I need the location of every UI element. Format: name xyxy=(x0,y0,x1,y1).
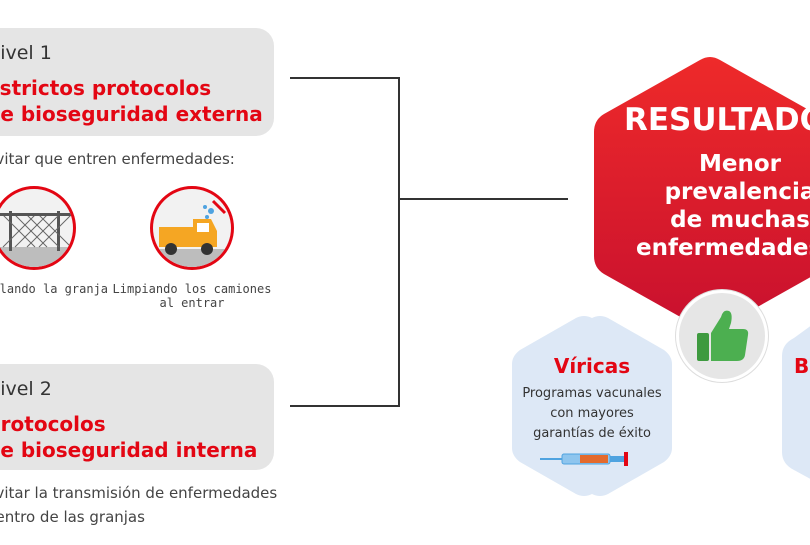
resultado-line1: Menor xyxy=(698,151,781,177)
connector-bottom xyxy=(290,405,400,407)
thumbs-up-icon xyxy=(676,290,768,382)
nivel2-title-line1: Protocolos xyxy=(0,412,106,436)
nivel1-label: Nivel 1 xyxy=(0,42,52,64)
viricas-title: Víricas xyxy=(553,354,631,378)
nivel1-subtitle: Evitar que entren enfermedades: xyxy=(0,150,235,168)
fence-icon xyxy=(0,186,76,270)
bacterianas-title: B xyxy=(794,354,810,378)
connector-vertical xyxy=(398,77,400,407)
bacterianas-hexagon xyxy=(782,326,810,479)
truck-caption-line1: Limpiando los camiones xyxy=(112,282,272,296)
nivel2-label: Nivel 2 xyxy=(0,378,52,400)
nivel2-box xyxy=(0,364,274,470)
truck-spray-icon xyxy=(150,186,234,270)
resultado-hexagon xyxy=(594,57,810,331)
nivel1-box xyxy=(0,28,274,136)
viricas-line3: garantías de éxito xyxy=(533,426,651,441)
viricas-line1: Programas vacunales xyxy=(522,386,662,401)
resultado-heading: RESULTADO xyxy=(624,102,810,138)
nivel2-desc-line2: dentro de las granjas xyxy=(0,508,145,526)
resultado-line2: prevalencia xyxy=(664,179,810,205)
connector-to-result xyxy=(398,198,568,200)
syringe-icon xyxy=(540,452,628,466)
connector-top xyxy=(290,77,400,79)
fence-caption: Vallando la granja xyxy=(0,282,109,296)
resultado-line3: de muchas xyxy=(670,207,810,233)
viricas-line2: con mayores xyxy=(550,406,634,421)
viricas-hexagon xyxy=(512,316,672,496)
nivel2-desc-line1: Evitar la transmisión de enfermedades xyxy=(0,484,278,502)
nivel2-title-line2: de bioseguridad interna xyxy=(0,438,258,462)
nivel1-title-line2: de bioseguridad externa xyxy=(0,102,263,126)
nivel1-title-line1: Estrictos protocolos xyxy=(0,76,212,100)
truck-caption-line2: al entrar xyxy=(159,296,225,310)
resultado-line4: enfermedades xyxy=(636,235,810,261)
